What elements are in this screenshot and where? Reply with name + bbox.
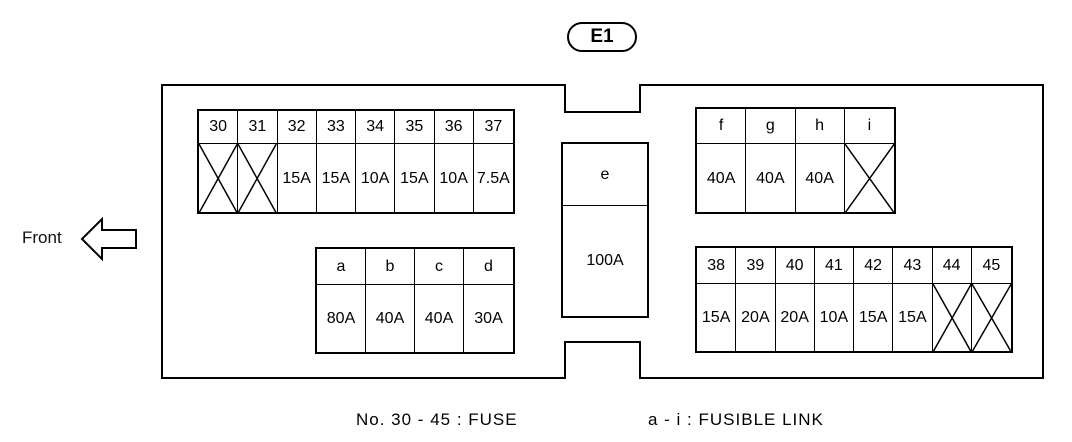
link-slot-i-blank — [845, 144, 894, 213]
link-rating-c: 40A — [415, 285, 464, 353]
blank-slot-x-mark — [845, 144, 894, 213]
fuse-rating-text: 7.5A — [476, 169, 510, 187]
link-rating-b: 40A — [366, 285, 415, 353]
link-rating-f: 40A — [697, 144, 747, 213]
front-arrow-icon — [80, 216, 137, 262]
fuse-rating-row: 15A 20A 20A 10A 15A 15A — [697, 284, 1011, 352]
link-rating-d: 30A — [464, 285, 513, 353]
fuse-rating-43: 15A — [893, 284, 933, 352]
fuse-label-38: 38 — [697, 248, 737, 283]
fuse-rating-37: 7.5A — [474, 144, 513, 213]
legend-fusible-link: a - i : FUSIBLE LINK — [648, 410, 824, 429]
fuse-label-41: 41 — [815, 248, 854, 283]
link-label-a: a — [317, 249, 366, 284]
link-rating-h: 40A — [796, 144, 845, 213]
fuse-label-35: 35 — [395, 111, 435, 143]
fuse-rating-text: 15A — [282, 169, 311, 187]
fuse-label-45: 45 — [982, 256, 1001, 274]
link-label-d: d — [484, 257, 493, 275]
main-link-rating: 100A — [586, 252, 624, 269]
fuse-rating-32: 15A — [278, 144, 317, 213]
fuse-rating-text: 15A — [898, 309, 927, 326]
link-rating-text: 40A — [424, 310, 454, 327]
link-label-b: b — [366, 249, 415, 284]
link-rating-text: 80A — [326, 310, 356, 327]
connector-tag: E1 — [567, 22, 637, 52]
main-link-letter: e — [563, 144, 647, 206]
link-label-i: i — [867, 117, 872, 134]
link-label-h: h — [796, 109, 845, 143]
fuse-label-44: 44 — [933, 248, 972, 283]
link-rating-row: 40A 40A 40A — [697, 144, 894, 213]
blank-slot-x-mark — [238, 144, 276, 213]
fuse-label-39: 39 — [736, 248, 776, 283]
fuse-label-42: 42 — [854, 248, 894, 283]
connector-label: E1 — [590, 26, 614, 47]
link-rating-text: 40A — [756, 169, 785, 187]
fuse-rating-text: 10A — [439, 169, 468, 187]
blank-slot-x-mark — [933, 284, 971, 352]
fuse-rating-text: 20A — [780, 309, 809, 326]
link-rating-a: 80A — [317, 285, 366, 353]
fuse-slot-30-blank — [199, 144, 239, 213]
fuse-rating-33: 15A — [317, 144, 356, 213]
fuse-rating-text: 15A — [400, 169, 429, 187]
link-rating-row: 80A 40A 40A 30A — [317, 285, 513, 353]
fuse-label-32: 32 — [278, 111, 317, 143]
link-label-f: f — [697, 109, 747, 143]
fuse-rating-42: 15A — [854, 284, 894, 352]
fuse-slot-31-blank — [238, 144, 278, 213]
link-label-g: g — [746, 109, 796, 143]
fuse-rating-40: 20A — [776, 284, 815, 352]
fuse-rating-36: 10A — [435, 144, 474, 213]
fuse-label-30: 30 — [199, 111, 239, 143]
link-rating-text: 40A — [805, 169, 834, 187]
fuse-label-40: 40 — [776, 248, 815, 283]
fuse-label-37: 37 — [484, 118, 503, 135]
fuse-label-33: 33 — [317, 111, 356, 143]
fuse-rating-text: 15A — [701, 309, 731, 326]
fuse-rating-39: 20A — [736, 284, 776, 352]
fuse-rating-text: 10A — [819, 309, 849, 326]
fuse-rating-text: 20A — [741, 309, 770, 326]
fuse-label-36: 36 — [435, 111, 474, 143]
main-link-e: e 100A — [561, 142, 649, 318]
legend-fuse: No. 30 - 45 : FUSE — [356, 410, 518, 429]
link-rating-text: 40A — [706, 169, 736, 187]
fuse-rating-text: 15A — [858, 309, 888, 326]
fuse-rating-34: 10A — [356, 144, 396, 213]
fuse-rating-row: 15A 15A 10A 15A 10A 7.5A — [199, 144, 513, 213]
link-rating-text: 30A — [474, 310, 503, 327]
link-label-c: c — [415, 249, 464, 284]
blank-slot-x-mark — [972, 284, 1011, 352]
fuse-slot-44-blank — [933, 284, 972, 352]
fuse-slot-45-blank — [972, 284, 1011, 352]
fuse-label-31: 31 — [238, 111, 278, 143]
fuse-rating-35: 15A — [395, 144, 435, 213]
fuse-label-43: 43 — [893, 248, 933, 283]
front-label: Front — [22, 228, 62, 247]
link-rating-g: 40A — [746, 144, 796, 213]
fuse-rating-38: 15A — [697, 284, 737, 352]
link-rating-text: 40A — [375, 310, 405, 327]
fuse-rating-text: 10A — [360, 169, 390, 187]
fuse-rating-text: 15A — [321, 169, 351, 187]
blank-slot-x-mark — [199, 144, 237, 213]
fuse-rating-41: 10A — [815, 284, 854, 352]
fuse-label-34: 34 — [356, 111, 396, 143]
